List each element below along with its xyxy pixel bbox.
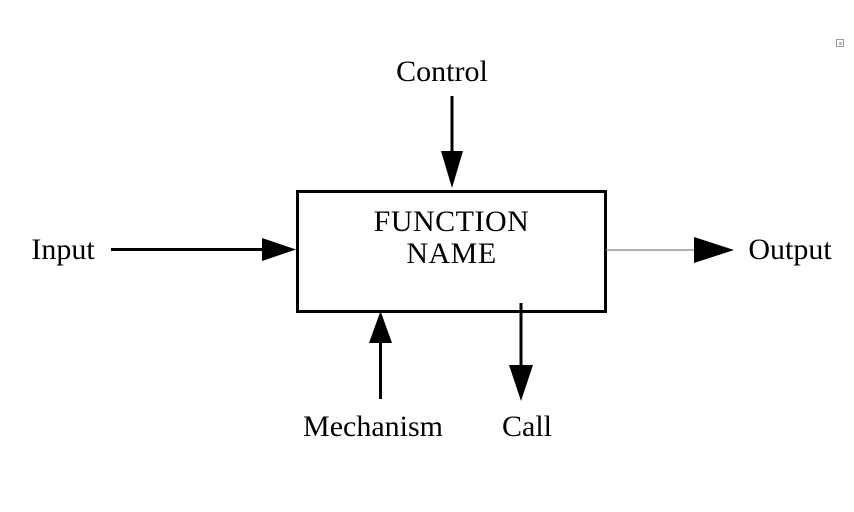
function-box-name-line2: NAME (406, 237, 497, 270)
call-arrowhead-icon (509, 365, 533, 401)
mechanism-label: Mechanism (303, 410, 443, 443)
control-label: Control (396, 55, 488, 88)
input-arrowhead-icon (262, 238, 296, 261)
resize-handle-inner (838, 41, 842, 45)
input-label: Input (31, 233, 95, 266)
control-arrowhead-icon (441, 151, 463, 188)
output-arrowhead-icon (694, 237, 734, 263)
function-box: FUNCTION NAME (296, 190, 607, 313)
function-box-name-line1: FUNCTION (373, 205, 530, 238)
output-label: Output (748, 233, 832, 266)
call-label: Call (502, 410, 552, 443)
mechanism-arrowhead-icon (369, 311, 392, 343)
resize-handle[interactable] (836, 39, 844, 47)
